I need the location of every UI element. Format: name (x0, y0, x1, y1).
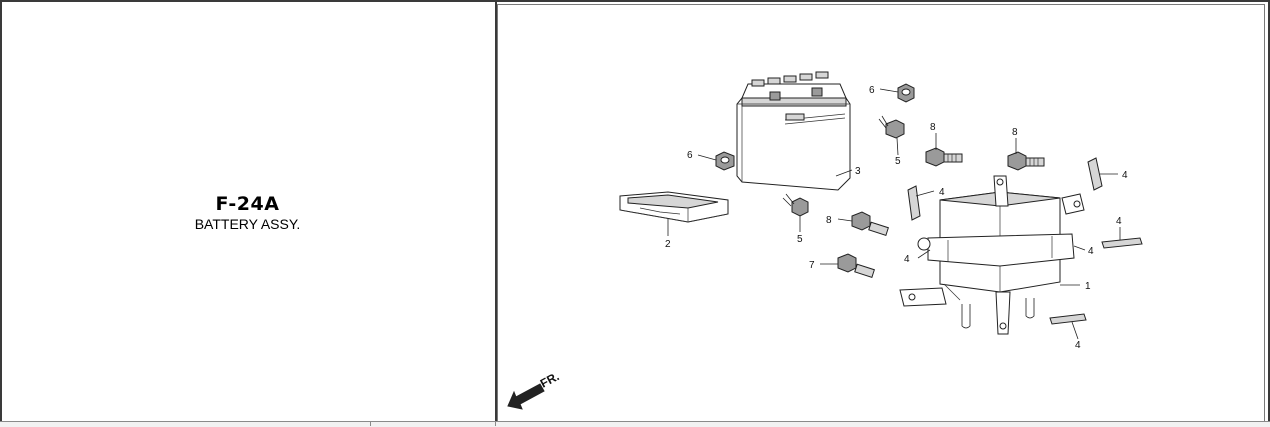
bottom-row-strip (0, 421, 1270, 427)
callout-2: 2 (665, 239, 671, 250)
bolt-7 (837, 253, 875, 278)
callout-6: 6 (687, 150, 693, 161)
assembly-code: F-24A (215, 193, 280, 215)
front-direction-indicator: FR. (507, 369, 561, 410)
callout-6: 6 (869, 85, 875, 96)
nut-6-upper (897, 83, 915, 103)
callout-8: 8 (826, 215, 832, 226)
assembly-name: BATTERY ASSY. (194, 216, 301, 232)
pad-4-set (907, 157, 1143, 325)
callout-4: 4 (1122, 170, 1128, 181)
callout-8: 8 (930, 122, 936, 133)
callout-4: 4 (939, 187, 945, 198)
callout-7: 7 (809, 260, 815, 271)
battery-part (736, 71, 851, 191)
callout-5: 5 (895, 156, 901, 167)
callout-labels: 1 2 3 4 4 4 4 4 4 5 5 6 6 7 8 8 8 (665, 85, 1128, 351)
bolt-8-lower (851, 211, 889, 236)
nut-6-left (715, 151, 735, 171)
leader-lines (667, 88, 1121, 340)
callout-4: 4 (1075, 340, 1081, 351)
callout-1: 1 (1085, 281, 1091, 292)
callout-3: 3 (855, 166, 861, 177)
callout-4: 4 (904, 254, 910, 265)
bottom-row-divider (495, 421, 496, 426)
bolt-5-upper (878, 115, 905, 139)
title-cell (0, 0, 497, 422)
bolt-8-left (925, 147, 963, 167)
battery-case-part (899, 175, 1085, 335)
front-arrow-icon (507, 383, 545, 410)
diagram-cell (497, 4, 1265, 421)
battery-tray-part (619, 191, 729, 223)
callout-5: 5 (797, 234, 803, 245)
assembly-title: F-24A BATTERY ASSY. (0, 193, 495, 232)
bottom-row-divider (370, 421, 371, 426)
callout-4: 4 (1088, 246, 1094, 257)
callout-4: 4 (1116, 216, 1122, 227)
bolt-8-right (1007, 151, 1045, 171)
callout-8: 8 (1012, 127, 1018, 138)
bolt-5-lower (782, 193, 809, 217)
